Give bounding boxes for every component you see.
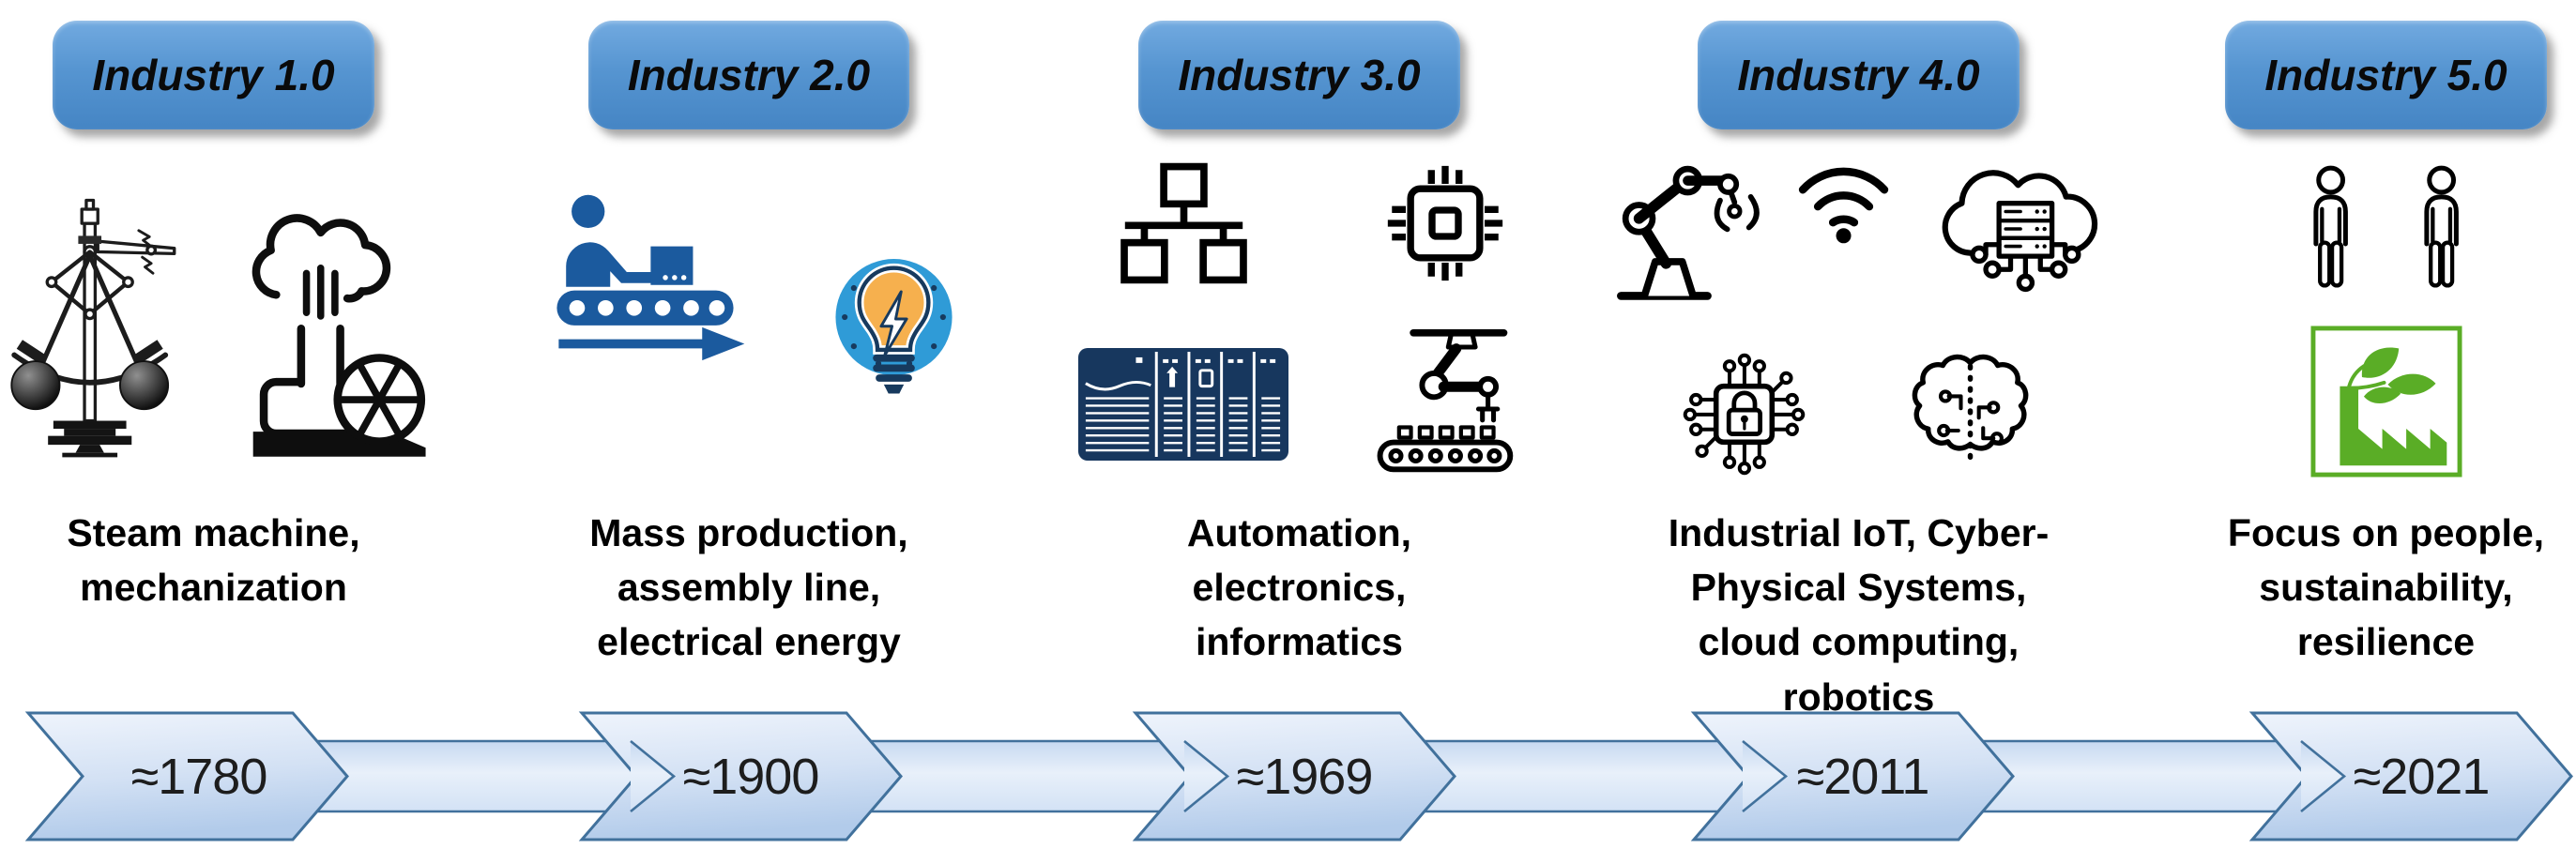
stage-column-industry-3: Industry 3.0 [1062,0,1536,670]
electric-lightbulb-icon [834,259,953,394]
stage-description: Automation, electronics, informatics [1186,511,1412,664]
stage-icons-row-2 [1671,341,2046,487]
stage-pill-industry-3: Industry 3.0 [1138,21,1460,129]
stage-icons-row-1 [2299,163,2474,301]
robot-arm-icon [1616,165,1760,300]
timeline: ≈1780 ≈1900 ≈1969 ≈2011 ≈2021 [0,709,2576,852]
stage-description: Industrial IoT, Cyber- Physical Systems,… [1668,511,2050,719]
plc-controller-icon [1077,347,1289,461]
timeline-year-label: ≈1900 [683,749,819,805]
stage-title: Industry 2.0 [627,51,871,99]
stage-title: Industry 4.0 [1737,51,1980,99]
stage-column-industry-5: Industry 5.0 [2158,0,2576,670]
stage-icons-industry-2 [518,129,980,481]
timeline-chevron-1780 [24,711,349,841]
stage-title: Industry 3.0 [1178,51,1421,99]
timeline-year-label: ≈2021 [2354,749,2490,805]
centrifugal-governor-icon [10,198,176,458]
stage-description: Mass production, assembly line, electric… [589,511,908,664]
stage-title: Industry 5.0 [2264,51,2507,99]
green-factory-icon [2309,326,2462,477]
stage-icons-industry-5 [2158,129,2576,481]
stage-pill-industry-1: Industry 1.0 [53,21,374,129]
stage-icons-industry-3 [1062,129,1536,481]
stage-column-industry-4: Industry 4.0 [1584,0,2133,724]
timeline-band-tip [630,739,677,813]
stage-icons-row-1 [1607,148,2111,313]
timeline-band-tip [2300,739,2347,813]
stage-column-industry-2: Industry 2.0 [518,0,980,670]
wifi-icon [1798,167,1888,244]
timeline-band-tip [1742,739,1789,813]
stage-pill-industry-2: Industry 2.0 [587,21,910,129]
stage-title: Industry 1.0 [92,51,335,99]
stage-icons-industry-1 [0,129,427,481]
ai-brain-icon [1912,354,2029,469]
timeline-year-label: ≈1780 [131,749,267,805]
assembly-line-worker-icon [556,194,744,361]
cloud-server-icon [1942,170,2097,293]
robot-conveyor-icon [1377,328,1514,473]
network-hierarchy-icon [1120,162,1247,284]
cpu-chip-icon [1387,165,1502,281]
timeline-graphic: ≈1780 ≈1900 ≈1969 ≈2011 ≈2021 [24,711,2573,841]
timeline-year-label: ≈1969 [1237,749,1373,805]
person-icon [2423,165,2459,288]
steam-engine-icon [252,214,426,457]
stage-description: Steam machine, mechanization [67,511,360,610]
stage-pill-industry-4: Industry 4.0 [1698,21,2020,129]
stage-icons-industry-4 [1584,129,2133,481]
timeline-year-label: ≈2011 [1797,749,1929,805]
stage-pill-industry-5: Industry 5.0 [2225,21,2547,129]
person-icon [2312,165,2348,288]
timeline-band-tip [1183,739,1230,813]
stage-description: Focus on people, sustainability, resilie… [2227,511,2545,664]
circuit-lock-icon [1683,353,1806,476]
stage-column-industry-1: Industry 1.0 [0,0,427,614]
stage-icons-row-2 [2309,326,2462,477]
